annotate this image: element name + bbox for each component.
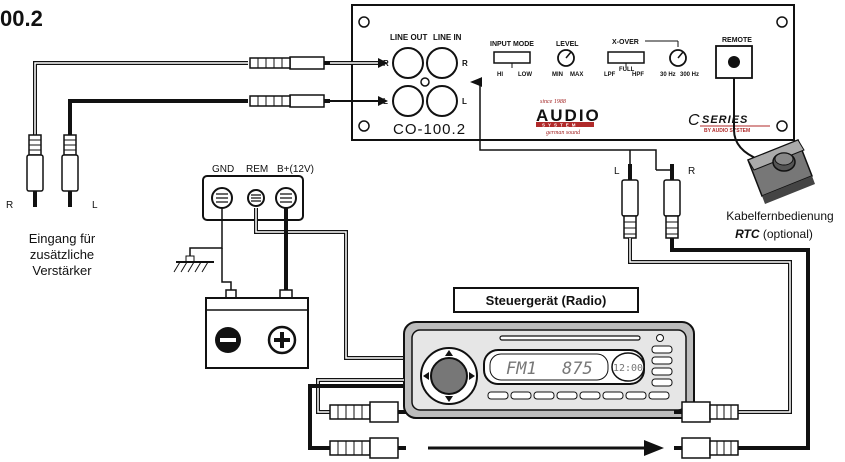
rca-plug-right-l (621, 164, 639, 239)
hi-label: HI (497, 72, 503, 78)
remote-port-icon (728, 56, 740, 68)
low-label: LOW (518, 72, 532, 78)
cable-right-l-down (628, 238, 792, 414)
hpf-label: HPF (632, 72, 644, 78)
radio-button (651, 345, 673, 354)
led-icon (420, 77, 430, 87)
radio-label-box (453, 287, 639, 313)
display-band: FM1 (506, 359, 537, 379)
rem-label: REM (246, 164, 268, 175)
input-caption-line1: Eingang für (29, 231, 96, 246)
brand-logo: AUDIO (536, 106, 601, 125)
arrow-icon (472, 77, 482, 87)
ground-icon (173, 255, 214, 273)
input-caption-line2: zusätzliche (30, 247, 94, 262)
series-c-label: C (688, 112, 700, 129)
full-label: FULL (619, 67, 635, 73)
rca-plug-top-r (249, 56, 330, 70)
battery-icon (205, 289, 309, 369)
level-label: LEVEL (556, 41, 579, 48)
xover-label: X-OVER (612, 39, 639, 46)
rtc-line2: RTC (optional) (735, 227, 813, 241)
screw-icon (776, 16, 788, 28)
rtc-remote-icon (747, 139, 815, 204)
since-label: since 1988 (540, 99, 566, 105)
volume-knob (430, 357, 468, 395)
jack-r-label-right: R (462, 59, 468, 68)
arrow-icon (378, 58, 388, 68)
line-out-r-jack (392, 47, 424, 79)
right-plug-l-label: L (614, 166, 620, 177)
radio-unit: FM1 875 12:00 (403, 321, 695, 419)
arrow-icon (644, 440, 664, 456)
max-label: MAX (570, 72, 583, 78)
rca-plug-right-r (663, 164, 681, 239)
rca-plug-left-r (26, 134, 44, 207)
rtc-line1: Kabelfernbedienung (726, 209, 833, 223)
amplifier-panel: LINE OUT LINE IN R R L L INPUT MODE HI L… (351, 4, 795, 141)
line-in-l-jack (426, 85, 458, 117)
min-label: MIN (552, 72, 563, 78)
model-title: 00.2 (0, 6, 43, 31)
brand-sub-label: SYSTEM (542, 123, 579, 128)
brand-logo-bar (536, 122, 594, 127)
cable-l-to-left (68, 99, 378, 135)
amp-model-label: CO-100.2 (393, 121, 466, 138)
rca-plug-top-l (249, 94, 330, 108)
xover-switch (607, 51, 645, 64)
input-mode-label: INPUT MODE (490, 41, 534, 48)
radio-button (651, 367, 673, 376)
input-mode-switch (493, 51, 531, 64)
display-clock: 12:00 (613, 363, 643, 374)
arrow-icon (378, 96, 388, 106)
line-out-l-jack (392, 85, 424, 117)
rca-plug-left-l (61, 134, 79, 207)
hz30-label: 30 Hz (660, 72, 676, 78)
bplus-label: B+(12V) (277, 164, 314, 175)
preset-buttons (487, 391, 670, 400)
slogan-label: german sound (546, 130, 581, 136)
rca-plug-bottom-right-2 (674, 437, 739, 459)
remote-label: REMOTE (722, 37, 752, 44)
gnd-label: GND (212, 164, 234, 175)
left-plug-l-label: L (92, 200, 98, 211)
lpf-label: LPF (604, 72, 616, 78)
rca-plug-bottom-left-1 (329, 401, 406, 423)
cable-right-r-down (670, 238, 810, 450)
line-out-label: LINE OUT (390, 33, 427, 42)
display-frequency: 875 (562, 359, 593, 379)
radio-button (651, 356, 673, 365)
gnd-wire (189, 208, 223, 262)
left-plug-r-label: R (6, 200, 13, 211)
cable-line-in-feed (479, 82, 657, 170)
input-caption-line3: Verstärker (32, 263, 92, 278)
series-label: SERIES (702, 114, 748, 126)
cd-slot (499, 335, 641, 341)
power-terminal-block (202, 175, 304, 221)
rca-plug-bottom-right-1 (674, 401, 739, 423)
radio-label: Steuergerät (Radio) (486, 293, 607, 308)
rca-plug-bottom-left-2 (329, 437, 406, 459)
screw-icon (358, 16, 370, 28)
right-plug-r-label: R (688, 166, 695, 177)
screw-icon (776, 120, 788, 132)
jack-l-label-right: L (462, 97, 467, 106)
line-in-r-jack (426, 47, 458, 79)
radio-button (651, 378, 673, 387)
screw-icon (358, 120, 370, 132)
line-in-label: LINE IN (433, 33, 462, 42)
series-sub-label: BY AUDIO SYSTEM (704, 128, 750, 134)
rem-wire (254, 208, 418, 360)
cable-r-to-left (33, 61, 378, 135)
cable-radio-out (308, 378, 404, 450)
eject-button (656, 334, 664, 342)
hz300-label: 300 Hz (680, 72, 699, 78)
